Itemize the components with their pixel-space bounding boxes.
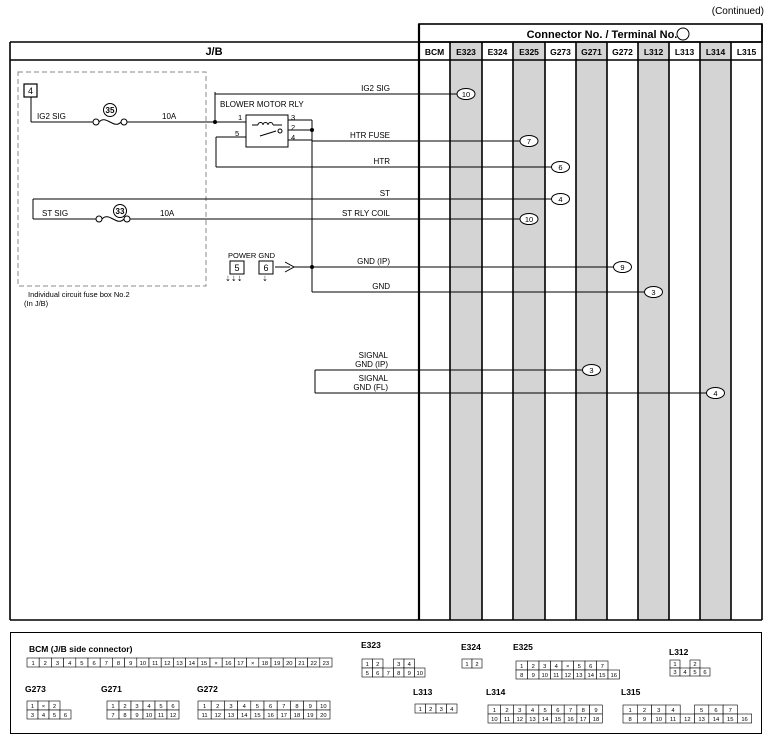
continued-label: (Continued): [711, 6, 764, 17]
terminal-marker-gnd: [644, 286, 663, 298]
signal-label-signal-gnd-ip-line2: GND (IP): [355, 360, 388, 369]
terminal-marker-signal-gnd-fl: [706, 387, 725, 399]
signal-label-st-rly-coil: ST RLY COIL: [342, 209, 391, 218]
fuse-35-amp: 10A: [162, 112, 177, 121]
fuse-box-outline: [17, 71, 207, 287]
terminal-number-st-rly-coil: 10: [525, 215, 533, 224]
power-gnd-terminal-6: [258, 260, 274, 275]
fuse-35-icon: [92, 118, 128, 126]
signal-label-gnd-ip: GND (IP): [357, 257, 390, 266]
column-header-g271: G271: [581, 47, 602, 57]
column-shading: [450, 42, 731, 620]
power-gnd-terminal-5: [229, 260, 245, 275]
fuse-33-amp: 10A: [160, 209, 175, 218]
ground-arrow-icon: ⇣: [262, 275, 268, 283]
signal-label-signal-gnd-fl-line2: GND (FL): [353, 383, 388, 392]
relay-pin-2: 2: [291, 123, 295, 132]
column-header-l315: L315: [737, 47, 757, 57]
terminal-circle-icon: [676, 27, 690, 41]
header-frame: [9, 23, 763, 621]
terminal-number-htr: 6: [558, 163, 562, 172]
fuse-35-number-circle: [103, 103, 117, 117]
signal-label-gnd: GND: [372, 282, 390, 291]
column-header-l312: L312: [644, 47, 664, 57]
connector-title: Connector No. / Terminal No.: [527, 29, 678, 41]
ig2-terminal-number: 4: [28, 86, 33, 96]
power-gnd-label: POWER GND: [228, 251, 276, 260]
power-gnd-terminal-6-number: 6: [263, 263, 268, 273]
terminal-marker-st-rly-coil: [519, 213, 539, 225]
relay-pin-3: 3: [291, 113, 295, 122]
terminal-number-gnd: 3: [651, 288, 655, 297]
terminal-number-ig2-sig: 10: [462, 90, 470, 99]
fuse-box-label: Individual circuit fuse box No.2: [28, 290, 130, 299]
signal-label-signal-gnd-fl-line1: SIGNAL: [359, 374, 389, 383]
column-header-g272: G272: [612, 47, 633, 57]
terminal-marker-st: [551, 193, 570, 205]
column-header-e325: E325: [519, 47, 539, 57]
signal-label-ig2-sig: IG2 SIG: [361, 84, 390, 93]
relay-name: BLOWER MOTOR RLY: [220, 100, 304, 109]
shaded-column-e325: [513, 42, 545, 620]
signal-label-signal-gnd-ip-line1: SIGNAL: [359, 351, 389, 360]
power-gnd-terminal-5-number: 5: [234, 263, 239, 273]
terminal-number-st: 4: [558, 195, 562, 204]
relay-pin-1: 1: [238, 113, 242, 122]
terminal-marker-gnd-ip: [613, 261, 632, 273]
shaded-column-g271: [576, 42, 607, 620]
fuse-33-icon: [95, 215, 131, 223]
column-header-e324: E324: [488, 47, 508, 57]
signal-label-htr-fuse: HTR FUSE: [350, 131, 390, 140]
fuse-33-number-circle: [113, 204, 127, 218]
signal-label-htr: HTR: [374, 157, 391, 166]
terminal-marker-ig2-sig: [456, 88, 476, 100]
relay-pin-4: 4: [291, 133, 295, 142]
shaded-column-e323: [450, 42, 482, 620]
jb-title: J/B: [205, 46, 222, 58]
column-header-g273: G273: [550, 47, 571, 57]
power-gnd-arrow-icon: [275, 261, 312, 273]
shaded-column-l314: [700, 42, 731, 620]
ground-arrows-icon: ⇣⇣⇣: [225, 275, 243, 283]
signal-label-st: ST: [380, 189, 390, 198]
column-header-l313: L313: [675, 47, 695, 57]
terminal-number-signal-gnd-fl: 4: [713, 389, 717, 398]
connector-columns: BCM E323 E324 E325 G273 G271 G272 L312 L313 L314 L…: [425, 42, 757, 620]
terminal-number-gnd-ip: 9: [620, 263, 624, 272]
terminal-marker-htr-fuse: [519, 135, 539, 147]
shaded-column-l312: [638, 42, 669, 620]
fuse-box-sublabel: (In J/B): [24, 299, 49, 308]
column-header-bcm: BCM: [425, 47, 444, 57]
column-header-e323: E323: [456, 47, 476, 57]
terminal-number-htr-fuse: 7: [527, 137, 531, 146]
column-header-l314: L314: [706, 47, 726, 57]
fuse-35-number: 35: [106, 106, 115, 115]
connector-legend: [10, 632, 762, 734]
ig2-sig-label: IG2 SIG: [37, 112, 66, 121]
fuse-33-number: 33: [116, 207, 125, 216]
st-sig-label: ST SIG: [42, 209, 68, 218]
relay-coil-icon: [252, 122, 283, 137]
terminal-marker-htr: [551, 161, 570, 173]
relay-pin-5: 5: [235, 129, 239, 138]
terminal-number-signal-gnd-ip: 3: [589, 366, 593, 375]
terminal-marker-signal-gnd-ip: [582, 364, 601, 376]
